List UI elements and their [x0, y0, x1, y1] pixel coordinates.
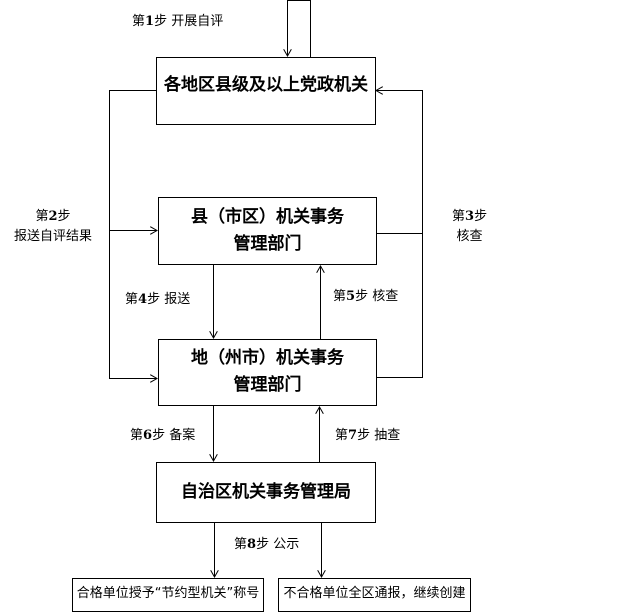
step-action: 开展自评 — [171, 14, 224, 29]
qualified-label: 合格单位授予“节约型机关”称号 — [76, 586, 260, 601]
step-number: 8 — [247, 537, 257, 552]
step3-label: 第3步 核查 — [452, 207, 487, 247]
party-orgs-box: 各地区县级及以上党政机关 — [156, 57, 376, 125]
county-office-label-line2: 管理部门 — [233, 234, 302, 254]
prefecture-office-label-line1: 地（州市）机关事务 — [191, 348, 344, 368]
step-number: 2 — [48, 209, 58, 224]
step1-loop-arrow — [288, 0, 311, 57]
step-prefix: 第 — [452, 209, 466, 224]
county-office-box: 县（市区）机关事务 管理部门 — [158, 197, 377, 265]
step4-label: 第4步 报送 — [125, 290, 190, 310]
step-suffix: 步 — [152, 428, 166, 443]
county-office-label-line1: 县（市区）机关事务 — [191, 207, 344, 227]
step8-label: 第8步 公示 — [234, 535, 299, 555]
step-prefix: 第 — [130, 428, 144, 443]
party-orgs-label: 各地区县级及以上党政机关 — [164, 75, 368, 95]
step-action: 备案 — [169, 428, 196, 443]
unqualified-label: 不合格单位全区通报，继续创建 — [283, 586, 466, 601]
step-action: 公示 — [273, 537, 300, 552]
step-suffix: 步 — [57, 209, 71, 224]
step-action: 报送自评结果 — [14, 229, 93, 244]
unqualified-box: 不合格单位全区通报，继续创建 — [278, 578, 471, 612]
step-prefix: 第 — [335, 428, 349, 443]
step-action: 抽查 — [374, 428, 401, 443]
qualified-box: 合格单位授予“节约型机关”称号 — [72, 578, 264, 612]
region-bureau-label: 自治区机关事务管理局 — [181, 482, 351, 502]
step2-left-line — [109, 90, 158, 379]
region-bureau-box: 自治区机关事务管理局 — [156, 462, 376, 523]
step-prefix: 第 — [234, 537, 248, 552]
step-action: 核查 — [372, 289, 399, 304]
step-number: 7 — [348, 428, 358, 443]
step-suffix: 步 — [154, 14, 168, 29]
step7-label: 第7步 抽查 — [335, 426, 400, 446]
step-number: 6 — [143, 428, 153, 443]
step-number: 5 — [346, 289, 356, 304]
step6-label: 第6步 备案 — [130, 426, 195, 446]
step-number: 1 — [145, 14, 155, 29]
step-prefix: 第 — [125, 292, 139, 307]
step1-label: 第1步 开展自评 — [132, 12, 223, 32]
prefecture-office-label-line2: 管理部门 — [233, 375, 302, 395]
step-suffix: 步 — [355, 289, 369, 304]
step-action: 核查 — [456, 229, 483, 244]
step-prefix: 第 — [35, 209, 49, 224]
step-suffix: 步 — [256, 537, 270, 552]
step-suffix: 步 — [474, 209, 488, 224]
step2-label: 第2步 报送自评结果 — [14, 207, 92, 247]
step-suffix: 步 — [147, 292, 161, 307]
step-prefix: 第 — [333, 289, 347, 304]
step-number: 4 — [138, 292, 148, 307]
step-action: 报送 — [164, 292, 191, 307]
step-prefix: 第 — [132, 14, 146, 29]
step-number: 3 — [465, 209, 475, 224]
step5-label: 第5步 核查 — [333, 287, 398, 307]
prefecture-office-box: 地（州市）机关事务 管理部门 — [158, 339, 377, 406]
step-suffix: 步 — [357, 428, 371, 443]
